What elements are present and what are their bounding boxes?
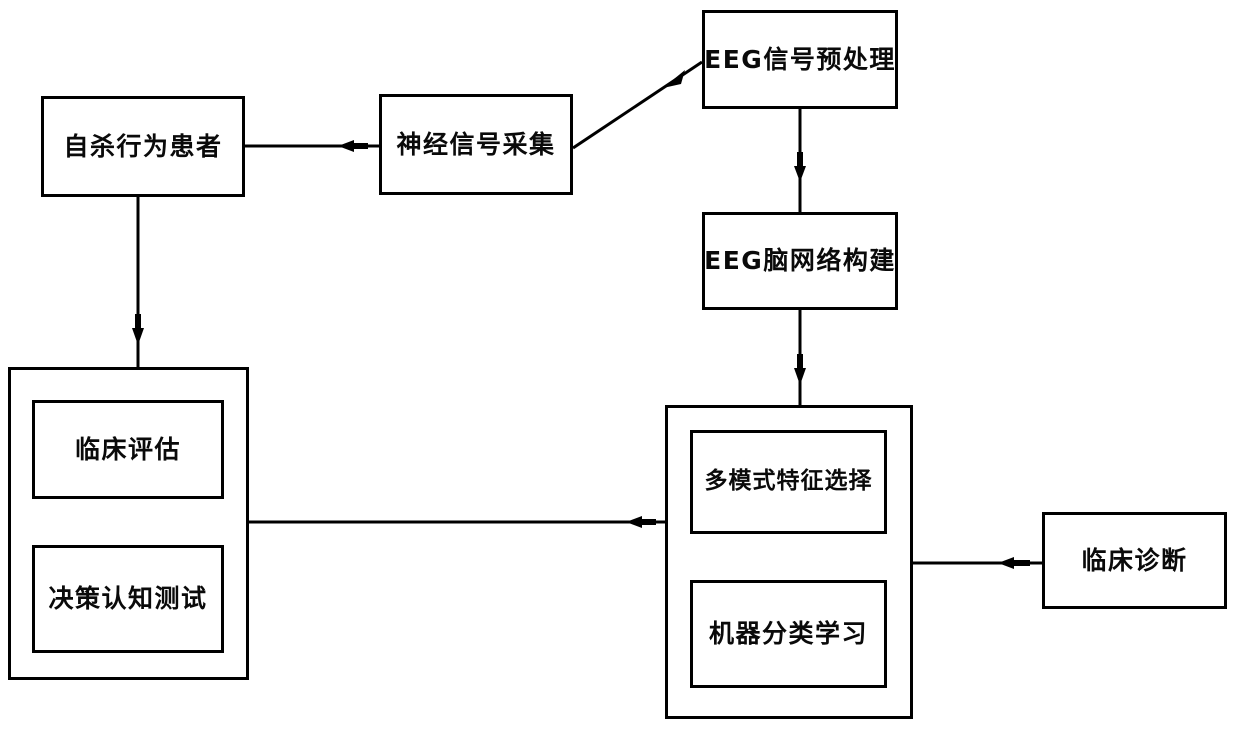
node-label: 自杀行为患者	[63, 131, 223, 161]
edge-patient-to-assessment-group	[132, 197, 144, 367]
node-label: 神经信号采集	[396, 129, 556, 159]
node-neural-signal-acquisition[interactable]: 神经信号采集	[379, 94, 573, 195]
node-machine-classification-learning[interactable]: 机器分类学习	[690, 580, 887, 688]
node-label: 临床诊断	[1081, 545, 1188, 575]
edge-analysis-group-to-diagnosis	[913, 557, 1042, 569]
edge-preprocess-to-network	[794, 109, 806, 212]
node-label: EEG脑网络构建	[704, 246, 896, 276]
edge-acquisition-to-preprocess	[572, 60, 703, 150]
edge-network-to-analysis-group	[794, 310, 806, 405]
node-decision-cognitive-test[interactable]: 决策认知测试	[32, 545, 224, 653]
node-multimodal-feature-selection[interactable]: 多模式特征选择	[690, 430, 887, 534]
node-suicidal-behavior-patient[interactable]: 自杀行为患者	[41, 96, 245, 197]
node-clinical-diagnosis[interactable]: 临床诊断	[1042, 512, 1227, 609]
edge-assessment-group-to-analysis-group	[249, 516, 665, 528]
edge-patient-to-acquisition	[245, 140, 379, 152]
node-label: 决策认知测试	[48, 584, 208, 614]
node-label: EEG信号预处理	[704, 44, 896, 74]
node-label: 多模式特征选择	[704, 468, 873, 495]
node-eeg-signal-preprocessing[interactable]: EEG信号预处理	[702, 10, 898, 109]
node-label: 临床评估	[74, 434, 181, 464]
node-clinical-assessment[interactable]: 临床评估	[32, 400, 224, 499]
node-eeg-brain-network-construction[interactable]: EEG脑网络构建	[702, 212, 898, 310]
node-label: 机器分类学习	[708, 619, 868, 649]
